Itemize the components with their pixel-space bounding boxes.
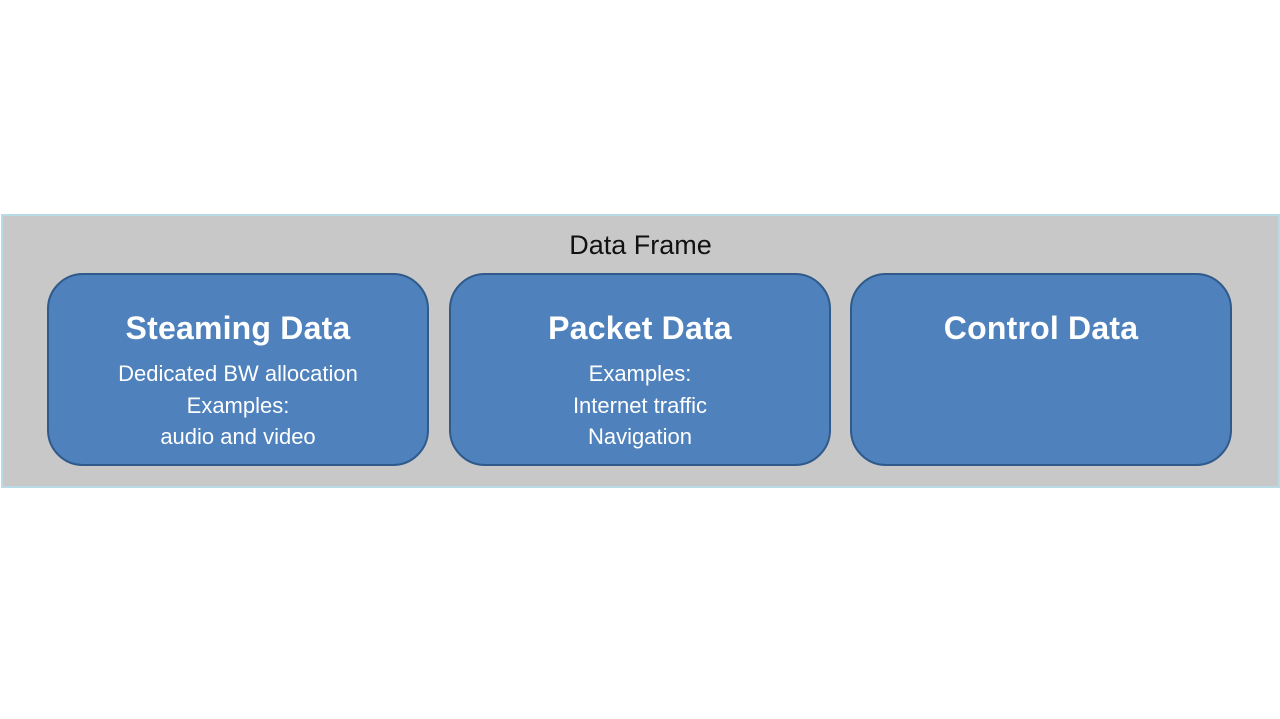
streaming-data-box: Steaming Data Dedicated BW allocation Ex… xyxy=(47,273,429,466)
data-frame-container: Data Frame Steaming Data Dedicated BW al… xyxy=(1,214,1280,488)
data-frame-title: Data Frame xyxy=(569,230,712,260)
control-data-box: Control Data xyxy=(850,273,1232,466)
packet-data-line: Examples: xyxy=(588,361,692,386)
streaming-data-title: Steaming Data xyxy=(125,310,351,346)
control-data-title: Control Data xyxy=(943,310,1139,346)
streaming-data-description: Dedicated BW allocation Examples: audio … xyxy=(49,358,427,453)
streaming-data-line: audio and video xyxy=(160,424,316,449)
packet-data-line: Navigation xyxy=(588,424,692,449)
streaming-data-line: Dedicated BW allocation xyxy=(118,361,358,386)
packet-data-description: Examples: Internet traffic Navigation xyxy=(451,358,829,453)
packet-data-line: Internet traffic xyxy=(572,392,708,418)
packet-data-title: Packet Data xyxy=(548,310,732,346)
streaming-data-line: Examples: xyxy=(186,392,290,418)
packet-data-box: Packet Data Examples: Internet traffic N… xyxy=(449,273,831,466)
